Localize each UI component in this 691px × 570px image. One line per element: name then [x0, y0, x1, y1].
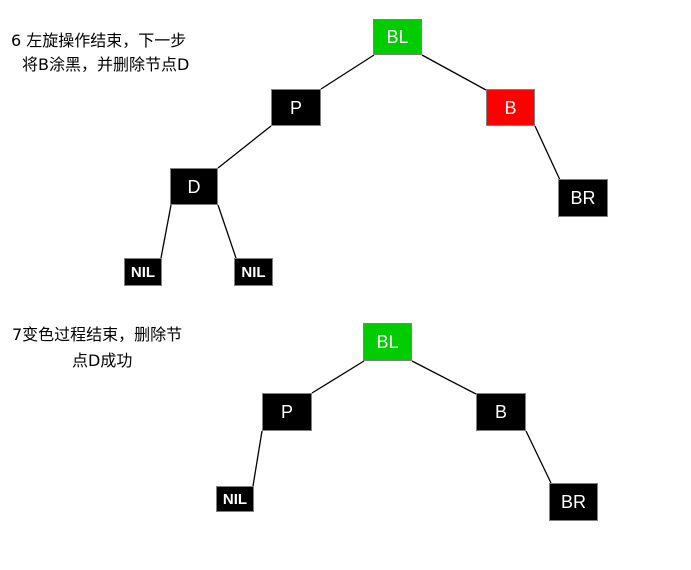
edge-t1-p-d	[217, 125, 272, 169]
edge-t1-d-nil-right	[217, 204, 237, 259]
caption-step7-line1: 7变色过程结束，删除节	[12, 325, 183, 344]
caption-step7-line2: 点D成功	[72, 351, 133, 370]
edge-t2-p-nil	[252, 430, 263, 487]
tree2-node-br: BR	[549, 483, 598, 521]
edge-t2-bl-b	[411, 360, 477, 395]
caption-step6-line2: 将B涂黑，并删除节点D	[22, 55, 190, 74]
tree2-node-bl: BL	[363, 323, 412, 361]
caption-step6-line1: 6 左旋操作结束，下一步	[11, 31, 187, 50]
tree2-node-p: P	[262, 393, 312, 431]
tree2-node-b: B	[476, 393, 526, 431]
edge-t1-bl-b	[421, 54, 487, 91]
tree1-node-nil-right: NIL	[234, 258, 273, 286]
tree1-node-p: P	[271, 89, 321, 126]
edge-t1-d-nil-left	[160, 204, 172, 259]
edge-t1-b-br	[534, 125, 561, 181]
edge-t2-bl-p	[311, 360, 365, 394]
tree1-node-nil-left: NIL	[124, 258, 162, 286]
edge-t2-b-br	[525, 430, 552, 484]
tree1-node-d: D	[170, 168, 218, 205]
tree1-node-bl: BL	[373, 19, 422, 55]
tree2-node-nil: NIL	[216, 486, 254, 512]
tree1-node-b: B	[486, 89, 535, 126]
edge-t1-bl-p	[320, 54, 375, 90]
tree1-node-br: BR	[558, 179, 608, 217]
